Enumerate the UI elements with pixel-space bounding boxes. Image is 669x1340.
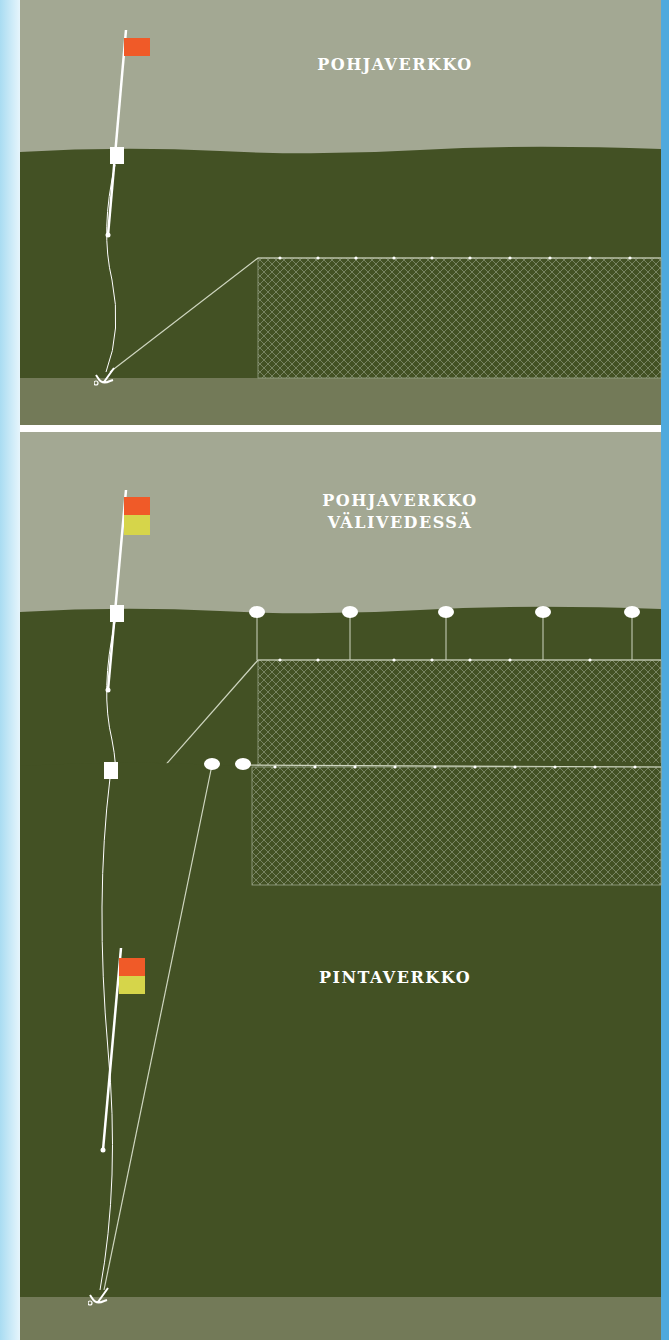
net-type-label: PINTAVERKKO — [285, 967, 505, 989]
net-type-label: POHJAVERKKO — [285, 54, 505, 76]
net-type-label: POHJAVERKKO VÄLIVEDESSÄ — [290, 490, 510, 534]
